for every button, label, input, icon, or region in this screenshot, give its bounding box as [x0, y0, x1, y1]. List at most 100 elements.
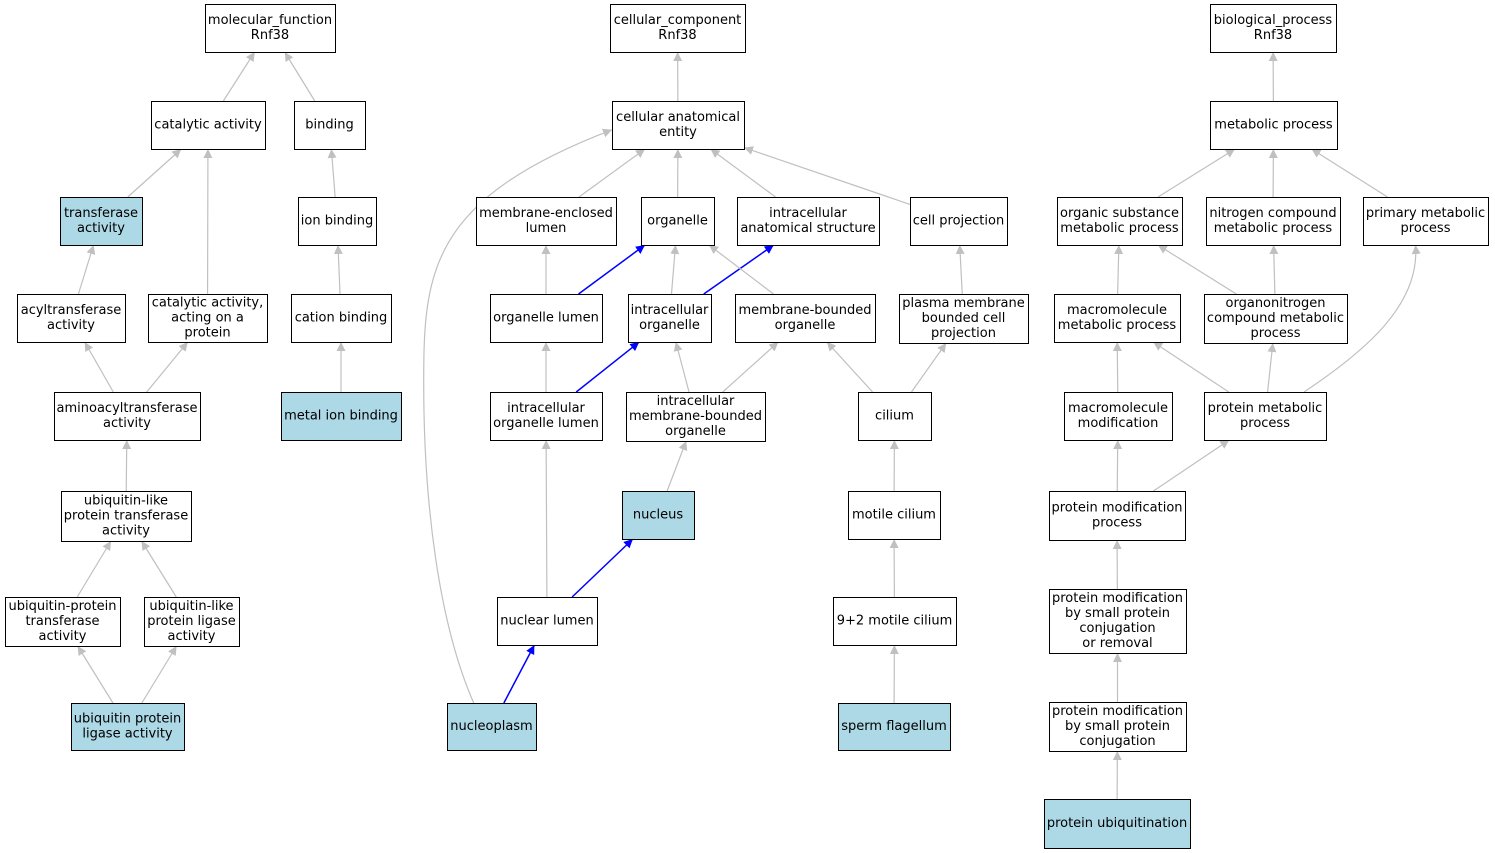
node-box — [281, 392, 402, 441]
node-label-line: organelle — [665, 424, 726, 439]
node-label-line: membrane-bounded — [738, 303, 871, 318]
node-ionbinding[interactable]: ion binding — [298, 197, 377, 246]
node-label-line: Rnf38 — [251, 28, 289, 43]
node-box — [848, 491, 941, 540]
edge-intramembound-to-intraorg — [673, 341, 690, 393]
edge-binding-to-mf — [284, 51, 316, 102]
node-label-line: transferase — [64, 206, 138, 221]
edge-protmetab-to-organonitro — [1266, 342, 1277, 393]
node-box — [497, 597, 598, 646]
node-orglumen[interactable]: organelle lumen — [490, 294, 603, 343]
node-label-line: nucleus — [633, 508, 683, 523]
node-label-line: activity — [102, 524, 150, 539]
node-cellproj[interactable]: cell projection — [910, 197, 1008, 246]
node-box — [1363, 197, 1489, 246]
node-ubiquitination[interactable]: protein ubiquitination — [1044, 799, 1191, 849]
node-label-line: cellular anatomical — [616, 110, 740, 125]
edge-macromol-to-organic — [1114, 244, 1124, 295]
node-label-line: nucleoplasm — [450, 719, 532, 734]
node-box — [1044, 799, 1191, 849]
node-nucleoplasm[interactable]: nucleoplasm — [447, 703, 537, 751]
node-label-line: process — [1401, 221, 1451, 236]
edge-intraas-to-cae — [710, 148, 776, 198]
node-box — [490, 294, 603, 343]
node-label-line: primary metabolic — [1366, 206, 1485, 221]
node-box — [1204, 294, 1348, 344]
node-label-line: activity — [103, 416, 151, 431]
node-catalytic[interactable]: catalytic activity — [151, 101, 266, 150]
node-motile[interactable]: motile cilium — [848, 491, 941, 540]
node-label-line: process — [1092, 516, 1142, 531]
node-box — [838, 703, 951, 751]
node-label-line: protein ligase — [147, 614, 236, 629]
node-box — [1049, 702, 1187, 752]
node-label-line: activity — [77, 221, 125, 236]
node-metab[interactable]: metabolic process — [1210, 101, 1338, 150]
node-box — [291, 294, 392, 343]
node-binding[interactable]: binding — [294, 101, 366, 150]
node-label-line: ubiquitin-like — [84, 494, 168, 509]
node-box — [737, 197, 880, 246]
node-label-line: protein ubiquitination — [1047, 816, 1187, 831]
node-cilium[interactable]: cilium — [858, 392, 932, 441]
node-label-line: protein metabolic — [1208, 401, 1323, 416]
node-label-line: ligase activity — [82, 727, 173, 742]
node-cation[interactable]: cation binding — [291, 294, 392, 343]
node-box — [60, 197, 143, 246]
node-sperm[interactable]: sperm flagellum — [838, 703, 951, 751]
edge-ubligase-to-ublike — [141, 540, 177, 598]
node-box — [1057, 197, 1183, 246]
node-box — [735, 294, 876, 343]
node-label-line: ubiquitin protein — [74, 712, 182, 727]
node-organelle[interactable]: organelle — [641, 197, 715, 246]
node-metalion[interactable]: metal ion binding — [281, 392, 402, 441]
node-label-line: organonitrogen — [1226, 296, 1326, 311]
edge-macromod-to-macromol — [1112, 341, 1122, 393]
node-box — [151, 101, 266, 150]
node-box — [1210, 101, 1338, 150]
node-label-line: anatomical structure — [740, 221, 875, 236]
node-ninetwo[interactable]: 9+2 motile cilium — [833, 597, 957, 646]
node-box — [1054, 294, 1181, 343]
node-label-line: process — [1251, 326, 1301, 341]
node-label-line: activity — [39, 629, 87, 644]
node-nuclumen[interactable]: nuclear lumen — [497, 597, 598, 646]
node-label-line: membrane-enclosed — [479, 206, 613, 221]
node-nucleus[interactable]: nucleus — [622, 491, 695, 540]
node-box — [1064, 392, 1173, 441]
node-box — [61, 491, 192, 542]
node-label-line: activity — [168, 629, 216, 644]
node-box — [144, 597, 240, 647]
edge-organonitro-to-organic — [1157, 244, 1237, 295]
